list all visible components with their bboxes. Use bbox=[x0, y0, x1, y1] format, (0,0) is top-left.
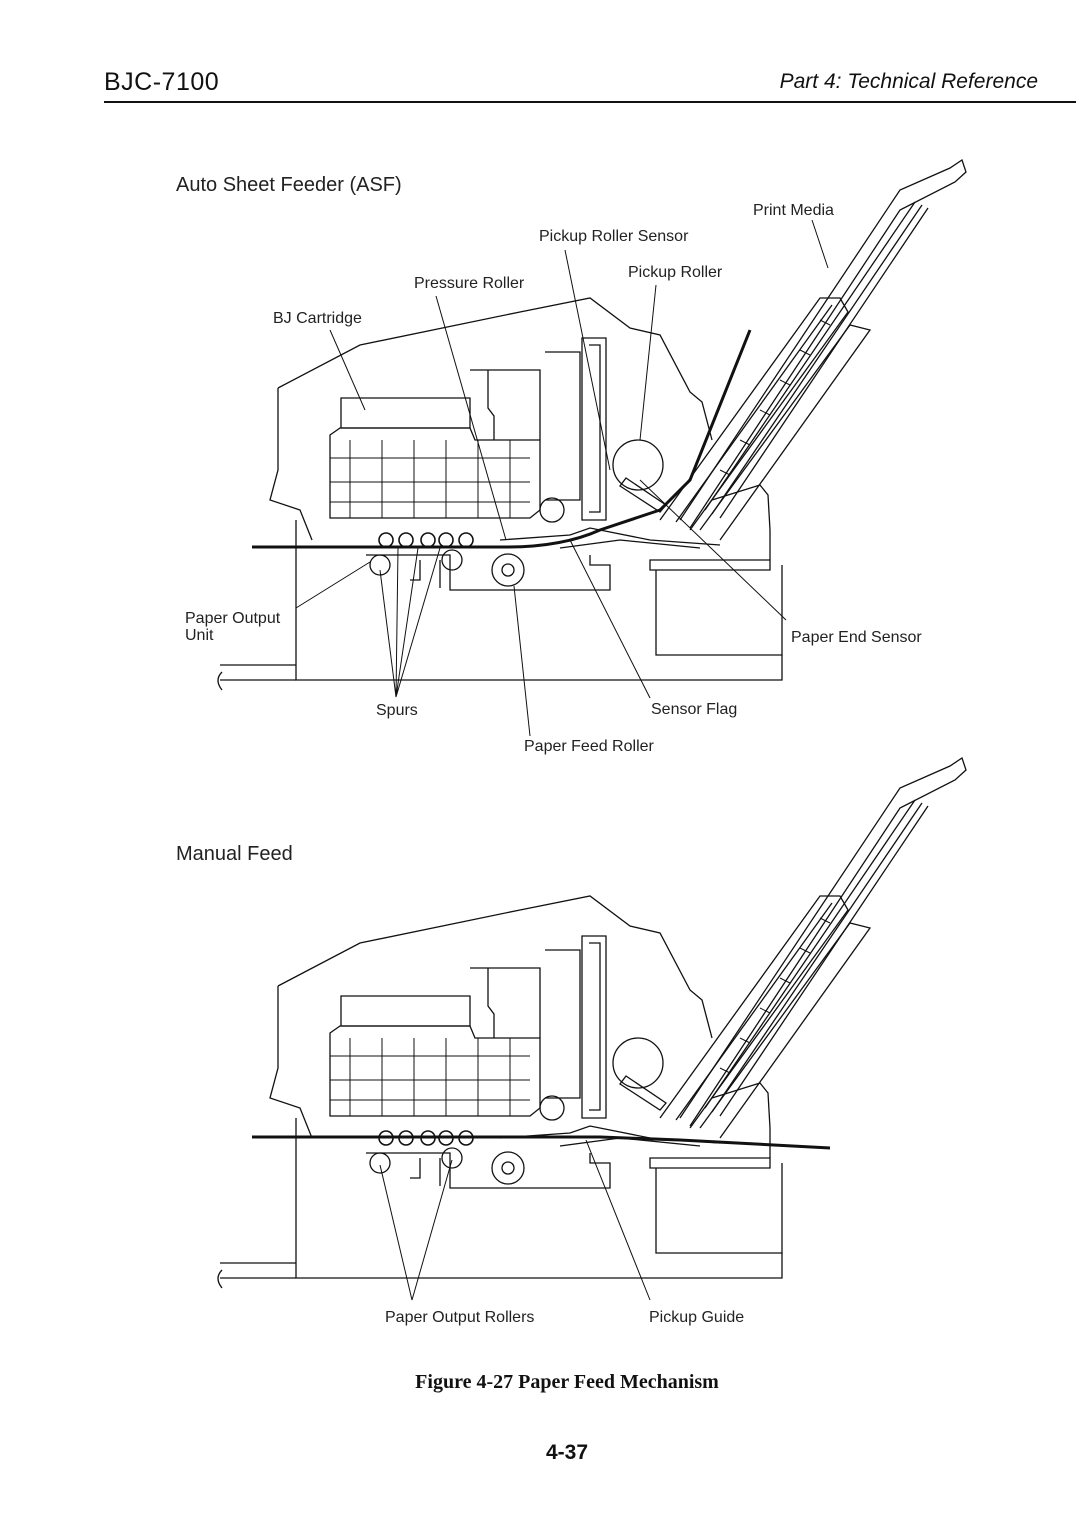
label-paper-feed-roller: Paper Feed Roller bbox=[524, 738, 654, 755]
label-spurs: Spurs bbox=[376, 702, 418, 719]
label-paper-output-unit-line1: Paper Output bbox=[185, 610, 281, 627]
manual-feed-section-title: Manual Feed bbox=[176, 843, 293, 865]
label-print-media: Print Media bbox=[753, 202, 834, 219]
header-rule bbox=[104, 101, 1076, 103]
manual-feed-mechanism-drawing bbox=[217, 757, 967, 1289]
asf-section-title: Auto Sheet Feeder (ASF) bbox=[176, 174, 402, 196]
label-pressure-roller: Pressure Roller bbox=[414, 275, 525, 292]
label-paper-end-sensor: Paper End Sensor bbox=[791, 629, 922, 646]
asf-mechanism-drawing bbox=[217, 159, 967, 691]
label-paper-output-unit-line2: Unit bbox=[185, 627, 214, 644]
document-model: BJC-7100 bbox=[104, 68, 220, 96]
label-pickup-roller-sensor: Pickup Roller Sensor bbox=[539, 228, 689, 245]
document-section: Part 4: Technical Reference bbox=[779, 70, 1038, 93]
label-bj-cartridge: BJ Cartridge bbox=[273, 310, 362, 327]
label-pickup-roller: Pickup Roller bbox=[628, 264, 723, 281]
label-pickup-guide: Pickup Guide bbox=[649, 1309, 745, 1326]
figure-caption: Figure 4-27 Paper Feed Mechanism bbox=[415, 1371, 719, 1393]
label-paper-output-rollers: Paper Output Rollers bbox=[385, 1309, 535, 1326]
manual-feed-paper-path bbox=[252, 1135, 831, 1150]
page-number: 4-37 bbox=[545, 1441, 589, 1464]
label-sensor-flag: Sensor Flag bbox=[651, 701, 738, 718]
